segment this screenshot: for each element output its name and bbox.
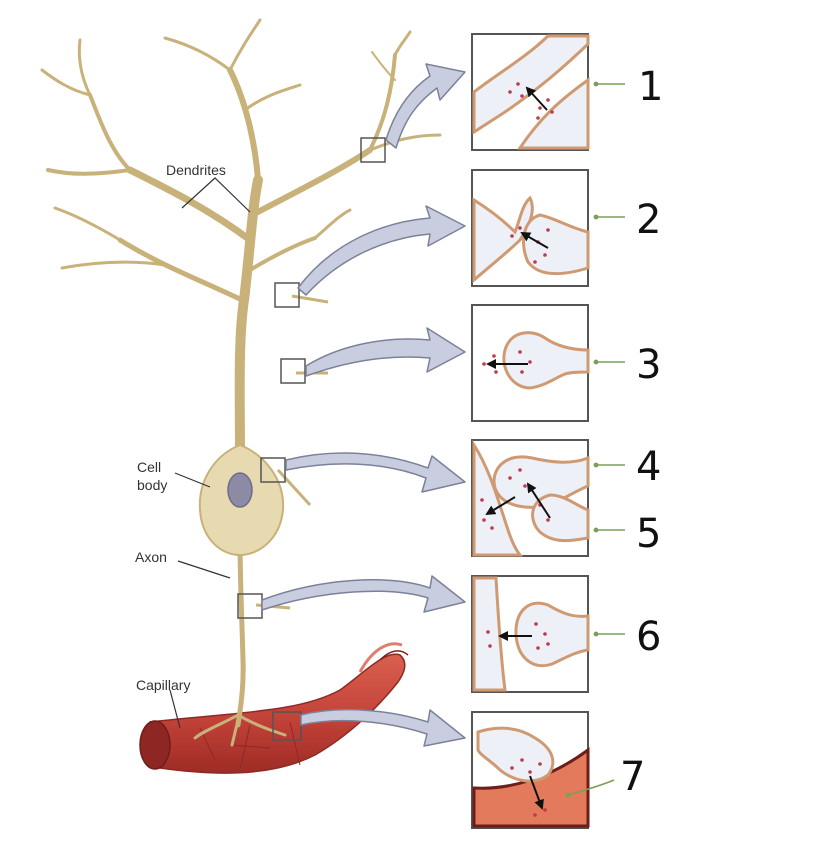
capillary-vessel [139, 642, 409, 774]
label-axon: Axon [135, 549, 167, 565]
magnify-box-3 [280, 358, 306, 384]
magnify-box-2 [274, 282, 300, 308]
label-cell-line2: body [137, 477, 167, 493]
nucleus [227, 472, 253, 508]
magnify-box-7 [272, 711, 302, 741]
panel-number-3: 3 [636, 342, 661, 388]
arrow-1 [385, 63, 466, 149]
cell-body [198, 443, 285, 557]
arrow-4 [285, 452, 466, 493]
panel-7 [471, 711, 590, 829]
arrow-2 [297, 205, 466, 296]
panel-3 [471, 304, 590, 422]
magnify-box-4 [260, 457, 286, 483]
panel-1 [471, 33, 590, 151]
arrow-3 [305, 327, 466, 377]
arrow-7 [300, 708, 466, 747]
label-cell-line1: Cell [137, 459, 161, 475]
panel-number-6: 6 [636, 614, 661, 660]
magnify-boxes [237, 137, 386, 741]
panel-number-7: 7 [620, 754, 645, 800]
incoming-axon-stubs [255, 294, 329, 610]
label-leaders [169, 177, 251, 729]
panel-number-5: 5 [636, 511, 661, 557]
panel-6 [471, 575, 590, 693]
label-dendrites: Dendrites [166, 162, 226, 178]
arrow-6 [261, 575, 466, 613]
panel-4-5 [471, 439, 590, 557]
panel-number-2: 2 [636, 197, 661, 243]
panel-2 [471, 169, 590, 287]
magnify-box-1 [360, 137, 386, 163]
number-pointers [565, 81, 625, 798]
panel-number-1: 1 [638, 64, 663, 110]
label-capillary: Capillary [136, 677, 190, 693]
panel-number-4: 4 [636, 444, 661, 490]
neuron [40, 18, 442, 747]
magnify-arrows [261, 63, 466, 747]
